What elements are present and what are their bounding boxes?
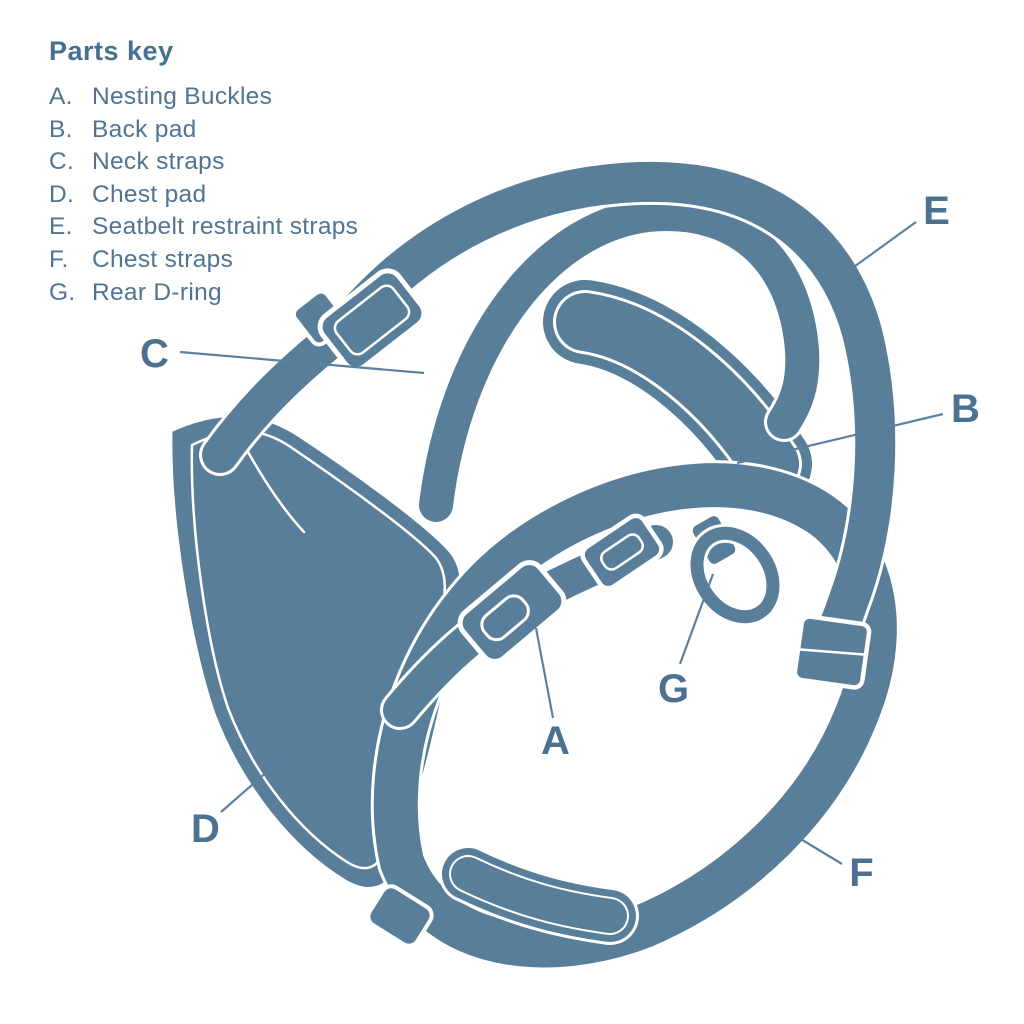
parts-key-item: F. Chest straps	[49, 246, 358, 279]
leader-line-b	[736, 412, 944, 465]
item-letter: C.	[49, 148, 75, 176]
item-name: Chest straps	[92, 245, 234, 273]
parts-key: Parts key A. Nesting Buckles B. Back pad C…	[49, 36, 358, 311]
leader-line-d	[220, 742, 301, 813]
strap-junction-tab	[366, 884, 434, 948]
label-a: A	[541, 719, 571, 763]
rear-d-ring-icon	[687, 523, 783, 627]
label-e: E	[923, 189, 951, 233]
item-letter: D.	[49, 180, 75, 208]
label-d: D	[191, 807, 221, 851]
leader-line-g	[678, 573, 715, 665]
parts-key-item: A. Nesting Buckles	[49, 83, 358, 116]
part-labels: A B C D E F G	[140, 189, 981, 895]
nesting-buckle	[457, 560, 567, 664]
parts-key-item: G. Rear D-ring	[49, 279, 358, 312]
strap-slider	[792, 614, 872, 690]
parts-key-item: B. Back pad	[49, 116, 358, 149]
label-g: G	[658, 667, 690, 711]
item-letter: G.	[49, 278, 76, 306]
parts-key-title: Parts key	[49, 36, 174, 66]
parts-key-list: A. Nesting Buckles B. Back pad C. Neck stra…	[49, 83, 358, 311]
parts-key-item: E. Seatbelt restraint straps	[49, 213, 358, 246]
leader-line-e	[850, 221, 917, 270]
leader-line-f	[775, 823, 843, 865]
strap-sleeve	[468, 874, 610, 916]
item-letter: F.	[49, 245, 69, 273]
label-c: C	[140, 332, 170, 376]
item-letter: B.	[49, 115, 73, 143]
leader-line-c	[179, 350, 425, 375]
neck-strap-buckle	[317, 268, 427, 372]
item-name: Seatbelt restraint straps	[92, 213, 359, 241]
leader-lines	[179, 221, 944, 865]
item-name: Neck straps	[92, 148, 225, 176]
item-name: Rear D-ring	[92, 278, 222, 306]
strap-keeper	[580, 513, 664, 591]
label-b: B	[951, 387, 981, 431]
leader-line-a	[534, 627, 555, 719]
parts-key-item: C. Neck straps	[49, 148, 358, 181]
item-name: Chest pad	[92, 180, 207, 208]
item-name: Nesting Buckles	[92, 83, 273, 110]
item-letter: E.	[49, 213, 73, 241]
label-f: F	[849, 851, 874, 895]
item-name: Back pad	[92, 115, 197, 143]
parts-key-item: D. Chest pad	[49, 181, 358, 214]
item-letter: A.	[49, 83, 73, 110]
back-pad	[585, 322, 770, 464]
